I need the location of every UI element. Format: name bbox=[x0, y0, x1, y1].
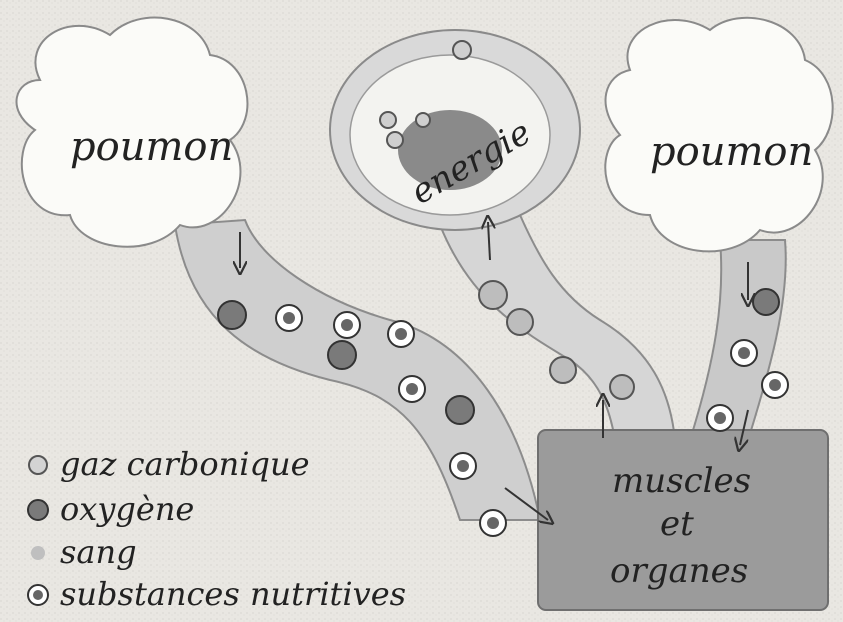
legend-oxygen-label: oxygène bbox=[60, 490, 194, 528]
nutrient-dot-core bbox=[395, 328, 407, 340]
legend-co2-icon bbox=[29, 456, 47, 474]
oxygen-dot bbox=[218, 301, 246, 329]
muscles-label-1: muscles bbox=[612, 461, 751, 501]
nutrient-dot-core bbox=[487, 517, 499, 529]
nutrient-dot-core bbox=[283, 312, 295, 324]
co2-dot bbox=[610, 375, 634, 399]
energy-particle bbox=[387, 132, 403, 148]
legend-co2-label: gaz carbonique bbox=[60, 445, 310, 483]
muscles-label-2: et bbox=[660, 504, 694, 544]
nutrient-dot-core bbox=[341, 319, 353, 331]
muscles-label-3: organes bbox=[610, 551, 748, 591]
co2-dot bbox=[507, 309, 533, 335]
nutrient-dot-core bbox=[714, 412, 726, 424]
legend-blood-label: sang bbox=[60, 533, 137, 571]
oxygen-dot bbox=[446, 396, 474, 424]
energy-particle bbox=[380, 112, 396, 128]
co2-dot bbox=[479, 281, 507, 309]
nutrient-dot-core bbox=[457, 460, 469, 472]
legend-nutrient-icon-core bbox=[33, 590, 43, 600]
legend-nutrient-label: substances nutritives bbox=[60, 575, 406, 613]
energy-particle bbox=[453, 41, 471, 59]
lung-right-label: poumon bbox=[650, 129, 813, 175]
legend-blood-icon bbox=[31, 546, 45, 560]
nutrient-dot-core bbox=[769, 379, 781, 391]
nutrient-dot-core bbox=[406, 383, 418, 395]
lung-left-label: poumon bbox=[70, 124, 233, 170]
legend-oxygen-icon bbox=[28, 500, 48, 520]
oxygen-dot bbox=[753, 289, 779, 315]
nutrient-dot-core bbox=[738, 347, 750, 359]
oxygen-dot bbox=[328, 341, 356, 369]
co2-dot bbox=[550, 357, 576, 383]
energy-particle bbox=[416, 113, 430, 127]
